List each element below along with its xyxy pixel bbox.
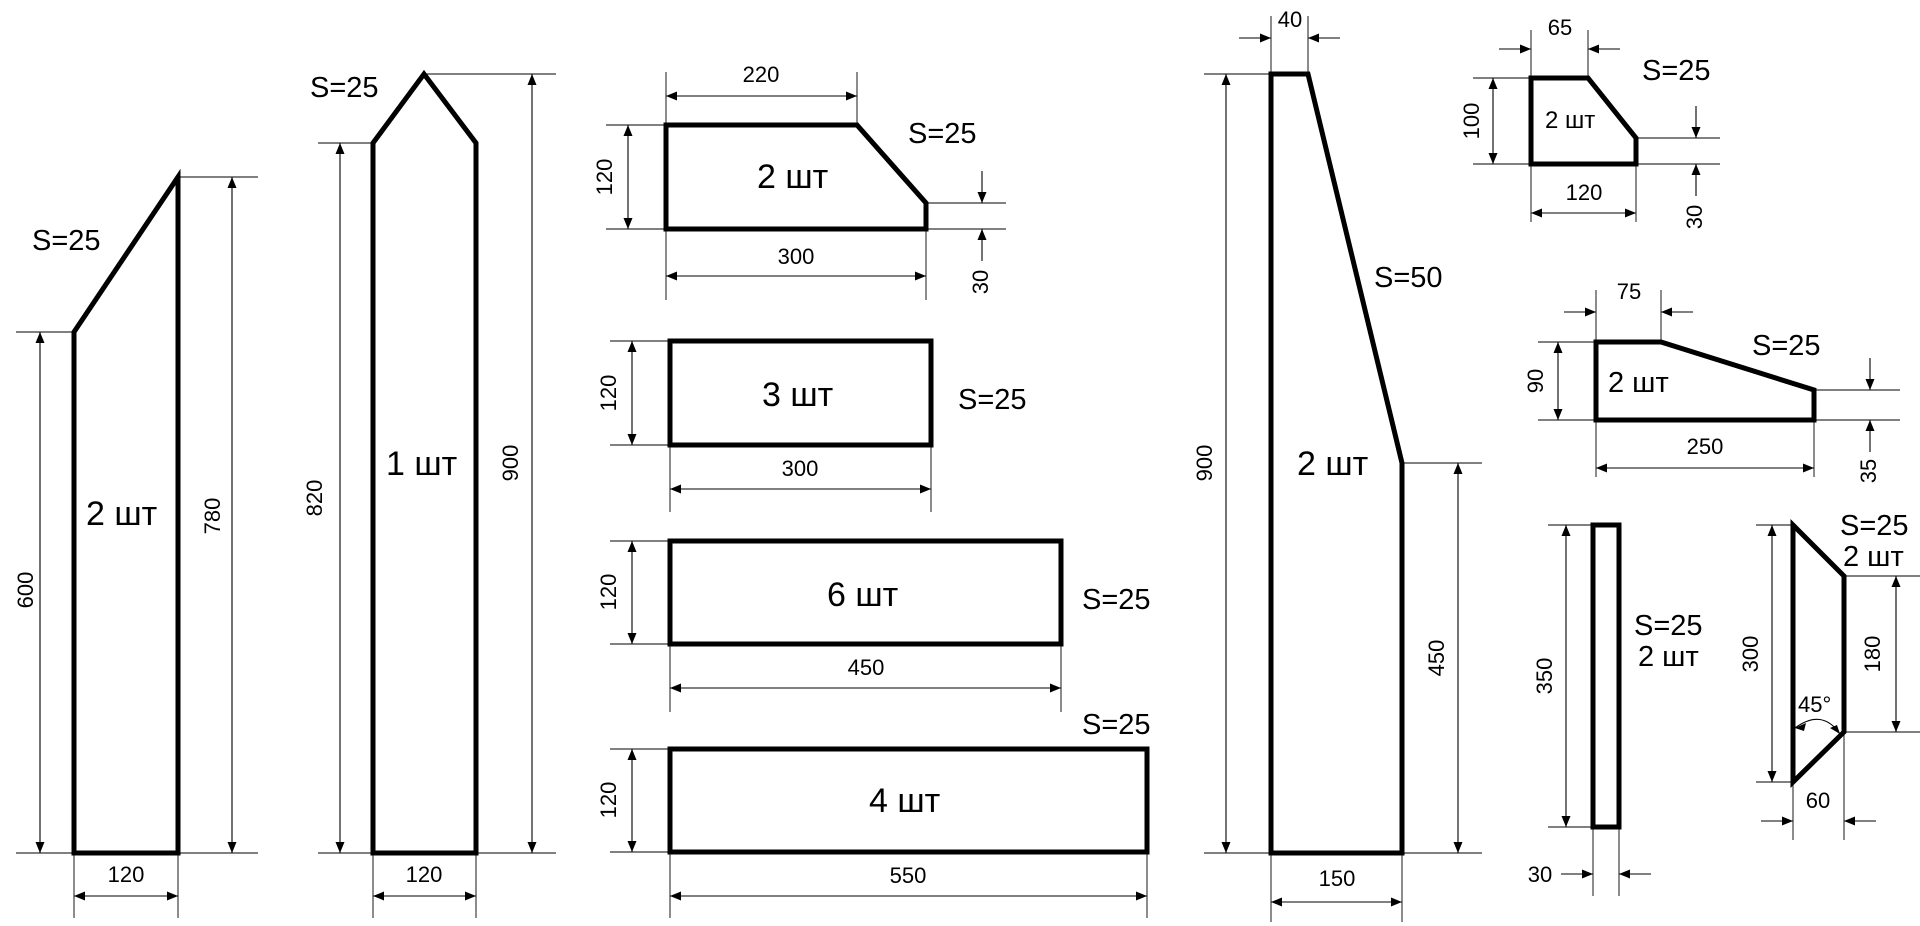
part-8-outline xyxy=(1528,75,1639,167)
part-9-quantity: 2 шт xyxy=(1608,367,1669,399)
part-7-dim-40: 40 xyxy=(1278,7,1302,32)
part-3-thickness: S=25 xyxy=(908,118,977,150)
part-9-outline xyxy=(1593,339,1817,423)
part-4-dim-300: 300 xyxy=(782,456,819,481)
part-2-dim-820: 820 xyxy=(302,480,327,517)
part-1-thickness: S=25 xyxy=(32,225,101,257)
part-8-dim-100: 100 xyxy=(1459,103,1484,140)
part-7-outline xyxy=(1268,71,1405,856)
part-6-quantity: 4 шт xyxy=(869,782,940,820)
part-5-dim-450: 450 xyxy=(848,655,885,680)
part-1-quantity: 2 шт xyxy=(86,495,157,533)
part-4: 120 300 S=25 3 шт xyxy=(596,338,1027,512)
part-11-dim-300: 300 xyxy=(1738,636,1763,673)
part-4-dim-120: 120 xyxy=(596,375,621,412)
part-2-thickness: S=25 xyxy=(310,72,379,104)
part-11-dim-180: 180 xyxy=(1860,636,1885,673)
part-2-dim-120: 120 xyxy=(406,862,443,887)
part-1: 600 780 120 S=25 2 шт xyxy=(13,168,258,918)
part-10-outline xyxy=(1590,522,1622,830)
part-7-dim-900: 900 xyxy=(1192,445,1217,482)
part-8-dim-65: 65 xyxy=(1548,15,1572,40)
part-9-thickness: S=25 xyxy=(1752,330,1821,362)
part-2-outline xyxy=(370,69,479,856)
part-6-thickness: S=25 xyxy=(1082,709,1151,741)
part-9-dim-35: 35 xyxy=(1856,459,1881,483)
part-3-dim-300: 300 xyxy=(778,244,815,269)
part-8-dim-30: 30 xyxy=(1682,205,1707,229)
part-3-dim-220: 220 xyxy=(743,62,780,87)
part-7-dim-450: 450 xyxy=(1424,640,1449,677)
part-3-outline xyxy=(663,122,929,232)
part-4-thickness: S=25 xyxy=(958,384,1027,416)
part-11: 300 180 60 45° S=25 2 шт xyxy=(1738,510,1920,840)
part-10: 350 30 S=25 2 шт xyxy=(1528,522,1703,896)
part-1-dim-780: 780 xyxy=(200,498,225,535)
part-11-dim-60: 60 xyxy=(1806,788,1830,813)
part-8-quantity: 2 шт xyxy=(1545,107,1595,134)
part-11-outline xyxy=(1790,518,1847,788)
part-2: 820 900 120 S=25 1 шт xyxy=(302,69,556,918)
part-3-dim-30: 30 xyxy=(968,270,993,294)
part-10-thickness: S=25 xyxy=(1634,610,1703,642)
part-9-dim-250: 250 xyxy=(1687,434,1724,459)
part-10-dim-350: 350 xyxy=(1532,658,1557,695)
part-8-thickness: S=25 xyxy=(1642,55,1711,87)
part-3: 220 120 300 30 S=25 2 шт xyxy=(592,62,1006,300)
part-4-quantity: 3 шт xyxy=(762,376,833,414)
part-7-dim-150: 150 xyxy=(1319,866,1356,891)
part-5-dim-120: 120 xyxy=(596,574,621,611)
part-11-quantity: 2 шт xyxy=(1843,541,1904,573)
part-7-thickness: S=50 xyxy=(1374,262,1443,294)
part-10-quantity: 2 шт xyxy=(1638,641,1699,673)
part-4-outline xyxy=(667,338,934,448)
part-9-dim-75: 75 xyxy=(1617,279,1641,304)
part-5-thickness: S=25 xyxy=(1082,584,1151,616)
part-1-dim-600: 600 xyxy=(13,572,38,609)
part-6-dim-120: 120 xyxy=(596,782,621,819)
part-3-dim-120: 120 xyxy=(592,159,617,196)
part-9: 75 90 250 35 S=25 2 шт xyxy=(1523,279,1900,483)
part-2-dim-900: 900 xyxy=(498,445,523,482)
part-6-outline xyxy=(667,746,1150,855)
part-1-dim-120: 120 xyxy=(108,862,145,887)
part-8-dim-120: 120 xyxy=(1566,180,1603,205)
part-8: 65 100 120 30 S=25 2 шт xyxy=(1459,15,1720,229)
part-5: 120 450 S=25 6 шт xyxy=(596,538,1151,712)
part-5-quantity: 6 шт xyxy=(827,576,898,614)
part-7-quantity: 2 шт xyxy=(1297,445,1368,483)
part-2-quantity: 1 шт xyxy=(386,445,457,483)
part-10-dim-30: 30 xyxy=(1528,862,1552,887)
part-3-quantity: 2 шт xyxy=(757,158,828,196)
part-11-thickness: S=25 xyxy=(1840,510,1909,542)
part-6-dim-550: 550 xyxy=(890,863,927,888)
part-11-angle: 45° xyxy=(1798,692,1831,717)
part-6: 120 550 S=25 4 шт xyxy=(596,709,1151,918)
part-7: 40 900 450 150 S=50 2 шт xyxy=(1192,7,1482,922)
part-5-outline xyxy=(667,538,1064,647)
part-9-dim-90: 90 xyxy=(1523,369,1548,393)
